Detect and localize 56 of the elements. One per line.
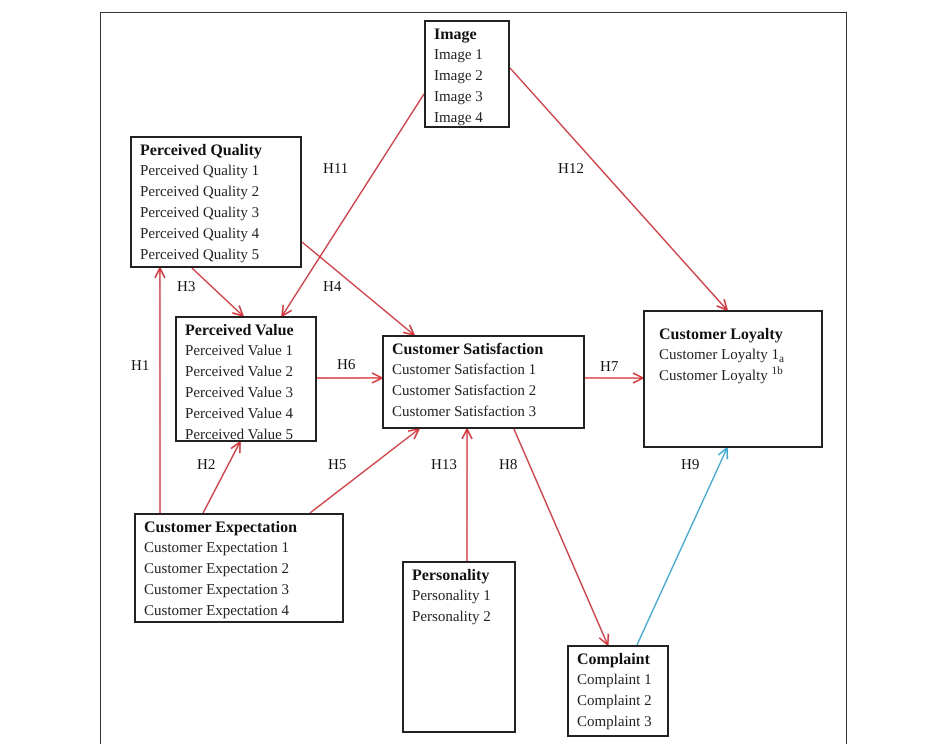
construct-box xyxy=(382,335,585,429)
construct-heading: Perceived Quality xyxy=(140,141,262,161)
indicator-text: Perceived Value 1 xyxy=(185,342,294,361)
indicator-text: Image 1 xyxy=(434,46,483,65)
arrow xyxy=(202,441,241,514)
indicator-text: Image 2 xyxy=(434,67,483,86)
construct-box xyxy=(424,20,510,128)
arrow xyxy=(636,447,728,646)
indicator-text: Customer Satisfaction 1 xyxy=(392,361,536,380)
arrow xyxy=(317,372,383,384)
construct-heading: Customer Expectation xyxy=(144,518,298,538)
arrow xyxy=(281,94,425,317)
arrow xyxy=(310,428,420,514)
construct-heading: Complaint xyxy=(577,650,650,670)
indicator-text: Perceived Quality 5 xyxy=(140,246,260,265)
construct-heading: Personality xyxy=(412,566,490,586)
indicator-text: Customer Satisfaction 2 xyxy=(392,382,536,401)
indicator-text: Perceived Value 3 xyxy=(185,384,294,403)
arrow xyxy=(302,241,415,336)
indicator-text: Perceived Quality 3 xyxy=(140,204,260,223)
construct-box xyxy=(134,513,344,623)
indicator-text: Customer Loyalty 1$_{a}$ xyxy=(659,346,784,366)
arrow xyxy=(513,428,610,646)
arrow xyxy=(585,372,644,384)
indicator-text: Perceived Quality 4 xyxy=(140,225,260,244)
construct-box xyxy=(402,561,516,733)
arrow xyxy=(461,428,473,561)
construct-heading: Image xyxy=(434,25,477,45)
indicator-text: Perceived Quality 1 xyxy=(140,162,260,181)
arrow xyxy=(191,267,244,317)
indicator-text: Customer Expectation 3 xyxy=(144,581,289,600)
indicator-text: Complaint 1 xyxy=(577,671,652,690)
indicator-text: Customer Loyalty $^{1b}$ xyxy=(659,366,783,386)
indicator-text: Perceived Value 2 xyxy=(185,363,294,382)
indicator-text: Personality 2 xyxy=(412,608,491,627)
indicator-text: Complaint 2 xyxy=(577,692,652,711)
construct-box xyxy=(643,310,823,448)
indicator-text: Image 4 xyxy=(434,109,483,128)
indicator-text: Complaint 3 xyxy=(577,713,652,732)
construct-heading: Perceived Value xyxy=(185,321,294,341)
indicator-text: Customer Expectation 4 xyxy=(144,602,289,621)
arrow xyxy=(509,67,728,311)
construct-box xyxy=(130,136,302,268)
arrow xyxy=(154,267,166,513)
construct-box xyxy=(567,645,669,737)
indicator-text: Personality 1 xyxy=(412,587,491,606)
construct-heading: Customer Satisfaction xyxy=(392,340,544,360)
indicator-text: Customer Satisfaction 3 xyxy=(392,403,536,422)
indicator-text: Customer Expectation 2 xyxy=(144,560,289,579)
indicator-text: Perceived Quality 2 xyxy=(140,183,260,202)
construct-box xyxy=(175,316,317,442)
indicator-text: Customer Expectation 1 xyxy=(144,539,289,558)
indicator-text: Perceived Value 4 xyxy=(185,405,294,424)
indicator-text: Perceived Value 5 xyxy=(185,426,294,445)
indicator-text: Image 3 xyxy=(434,88,483,107)
construct-heading: Customer Loyalty xyxy=(659,325,783,345)
